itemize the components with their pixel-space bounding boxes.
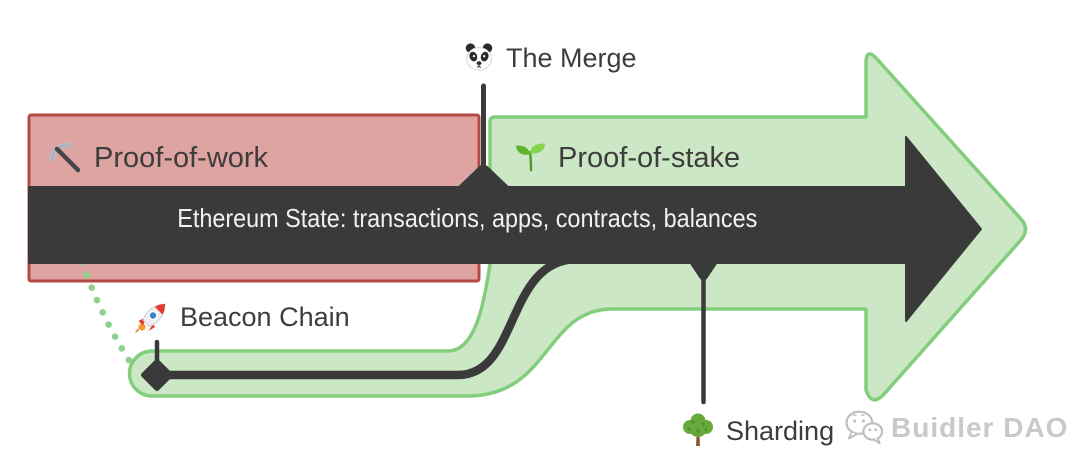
beacon-chain-curve <box>152 254 583 380</box>
wechat-icon <box>843 407 885 449</box>
merge-label: The Merge <box>462 38 637 78</box>
proof-of-work-label: Proof-of-work <box>48 136 268 180</box>
seedling-icon <box>514 141 548 175</box>
watermark: Buidler DAO <box>843 406 1068 450</box>
beacon-chain-node <box>141 359 173 391</box>
rocket-icon <box>134 299 170 335</box>
beacon-chain-label-text: Beacon Chain <box>180 301 350 332</box>
ethereum-state-band-arrow <box>28 136 982 322</box>
proof-of-work-label-text: Proof-of-work <box>94 141 269 174</box>
merge-label-text: The Merge <box>506 42 637 73</box>
sharding-label: Sharding <box>680 410 834 452</box>
watermark-text: Buidler DAO <box>891 412 1069 443</box>
dotted-transition-line <box>78 258 140 375</box>
ethereum-state-band-label: Ethereum State: transactions, apps, cont… <box>29 202 906 234</box>
tree-icon <box>680 413 716 449</box>
beacon-chain-label: Beacon Chain <box>134 296 350 338</box>
pickaxe-icon <box>48 140 84 176</box>
ethereum-state-text: Ethereum State: transactions, apps, cont… <box>177 202 758 233</box>
panda-icon <box>462 41 496 75</box>
proof-of-stake-label-text: Proof-of-stake <box>558 141 741 174</box>
sharding-label-text: Sharding <box>726 415 835 446</box>
proof-of-stake-label: Proof-of-stake <box>514 136 740 180</box>
